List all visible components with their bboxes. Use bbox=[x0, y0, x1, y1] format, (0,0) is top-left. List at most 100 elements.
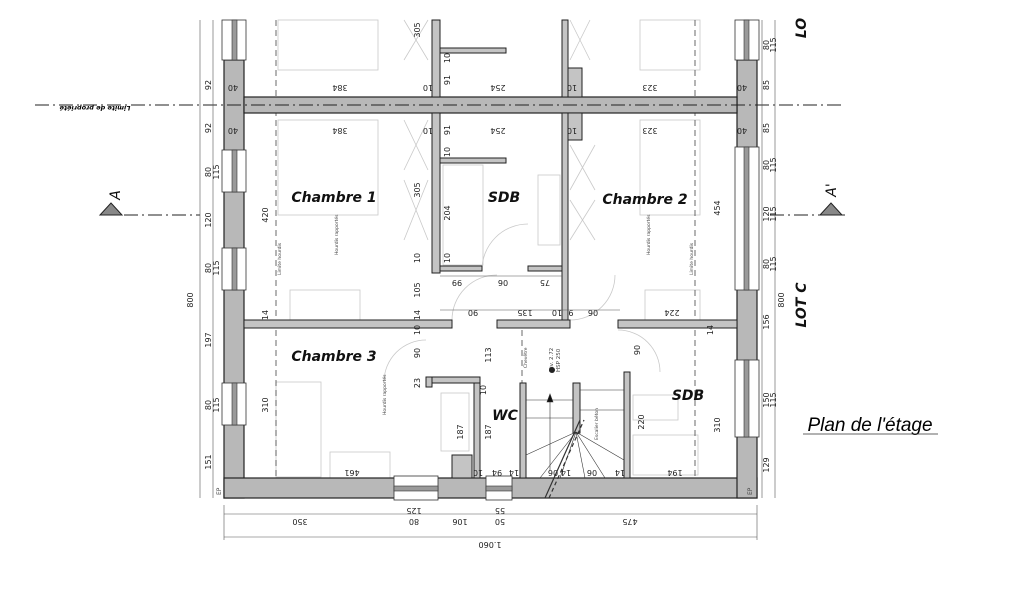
dimension-label: 204 bbox=[443, 205, 452, 220]
dimension-label: 91 bbox=[443, 75, 452, 85]
dimension-label: 187 bbox=[484, 424, 493, 439]
dimension-label: 106 bbox=[452, 517, 467, 526]
dimension-label: 187 bbox=[456, 424, 465, 439]
dimension-label: 40 bbox=[228, 126, 238, 135]
dimension-label: 10 bbox=[552, 308, 562, 317]
dimension-label: 384 bbox=[332, 126, 347, 135]
section-a-prime-label: A' bbox=[824, 183, 840, 197]
ep-label-left: EP bbox=[216, 487, 223, 495]
dimension-label: 125 bbox=[406, 506, 421, 515]
section-a-prime-marker-icon bbox=[818, 202, 844, 216]
dimension-label: 90 bbox=[413, 348, 422, 358]
dimension-label: 80 bbox=[762, 259, 771, 269]
hourdis-label-3: Hourdis rapportés bbox=[381, 374, 388, 415]
dimension-label: 14 bbox=[261, 310, 270, 320]
dimension-labels: 9292801208019780151115115115800801158585… bbox=[186, 22, 786, 549]
dimension-label: 350 bbox=[292, 517, 307, 526]
ep-label-right: EP bbox=[747, 487, 754, 495]
dimension-label: 80 bbox=[204, 263, 213, 273]
dimension-label: 10 bbox=[443, 53, 452, 63]
section-a-label: A bbox=[108, 190, 124, 201]
dimension-label: 85 bbox=[762, 80, 771, 90]
dimension-label: 80 bbox=[762, 160, 771, 170]
dimension-label: 10 bbox=[479, 385, 488, 395]
dimension-label: 115 bbox=[769, 392, 778, 407]
level-label: Niv. 2.72 bbox=[549, 348, 555, 372]
dimension-label: 40 bbox=[737, 126, 747, 135]
dimension-label: 90 bbox=[633, 345, 642, 355]
dimension-label: 115 bbox=[769, 157, 778, 172]
dimension-label: 151 bbox=[204, 454, 213, 469]
room-label-sdb-1: SDB bbox=[488, 190, 520, 206]
dimension-label: 40 bbox=[228, 83, 238, 92]
staircase[interactable] bbox=[525, 389, 625, 499]
limite-hourdis-label-2: Limite hourdis bbox=[689, 242, 695, 275]
dimension-label: 197 bbox=[204, 332, 213, 347]
hsp-label: HSP 250 bbox=[556, 348, 562, 372]
dimension-label: 40 bbox=[737, 83, 747, 92]
dimension-label: 10 bbox=[413, 253, 422, 263]
windows bbox=[221, 19, 760, 501]
dimension-label: 305 bbox=[413, 22, 422, 37]
dimension-label: 224 bbox=[664, 308, 679, 317]
dimension-label: 94 bbox=[492, 468, 502, 477]
hourdis-label-1: Hourdis rapportés bbox=[333, 214, 340, 255]
dimension-label: 254 bbox=[490, 83, 505, 92]
dimension-label: 10 bbox=[423, 83, 433, 92]
limite-hourdis-label-1: Limite hourdis bbox=[277, 242, 283, 275]
dimension-label: 14 bbox=[509, 468, 519, 477]
dimension-label: 105 bbox=[413, 282, 422, 297]
stair-label: Escalier béton bbox=[593, 408, 600, 440]
dimension-label: 80 bbox=[204, 400, 213, 410]
dimension-label: 194 bbox=[667, 468, 682, 477]
dimension-label: 115 bbox=[769, 37, 778, 52]
dimension-label: 800 bbox=[777, 292, 786, 307]
dimension-label: 80 bbox=[762, 40, 771, 50]
dimension-label: 90 bbox=[468, 308, 478, 317]
dimension-label: 135 bbox=[517, 308, 532, 317]
property-limit-label: Limite de propriété bbox=[59, 104, 130, 112]
dimension-label: 10 bbox=[443, 253, 452, 263]
section-a-marker-icon bbox=[98, 202, 124, 216]
dimension-label: 254 bbox=[490, 126, 505, 135]
hourdis-limit-lines bbox=[275, 20, 696, 478]
dimension-label: 454 bbox=[713, 200, 722, 215]
dimension-label: 113 bbox=[484, 347, 493, 362]
dimension-label: 06 bbox=[548, 468, 558, 477]
dimension-label: 9 bbox=[568, 308, 573, 317]
dimension-label: 150 bbox=[762, 392, 771, 407]
plan-title: Plan de l'étage bbox=[807, 415, 932, 436]
dimension-label: 14 bbox=[706, 325, 715, 335]
dimension-label: 06 bbox=[587, 468, 597, 477]
room-label-chambre-3: Chambre 3 bbox=[291, 349, 376, 365]
dimension-label: 120 bbox=[204, 212, 213, 227]
room-label-wc: WC bbox=[492, 408, 518, 424]
dimension-label: 1.060 bbox=[479, 540, 502, 549]
dimension-label: 80 bbox=[409, 517, 419, 526]
dimension-label: 92 bbox=[204, 80, 213, 90]
dimension-label: 115 bbox=[769, 256, 778, 271]
dimension-label: 115 bbox=[212, 260, 221, 275]
furniture bbox=[275, 19, 701, 479]
room-label-chambre-1: Chambre 1 bbox=[291, 190, 376, 206]
dimension-label: 310 bbox=[713, 417, 722, 432]
section-line-a bbox=[98, 202, 845, 216]
dimension-label: 461 bbox=[344, 468, 359, 477]
dimension-label: 800 bbox=[186, 292, 195, 307]
dimension-label: 23 bbox=[413, 378, 422, 388]
dimension-label: 10 bbox=[473, 468, 483, 477]
dimension-label: 220 bbox=[637, 414, 646, 429]
dimension-label: 92 bbox=[204, 123, 213, 133]
chevetre-label: Chevêtre bbox=[522, 347, 529, 368]
annotations: Chevêtre Niv. 2.72 HSP 250 Limite hourdi… bbox=[216, 214, 754, 495]
dimension-label: 10 bbox=[443, 147, 452, 157]
dimension-label: 75 bbox=[540, 278, 550, 287]
dimension-label: 129 bbox=[762, 457, 771, 472]
dimension-label: 55 bbox=[495, 506, 505, 515]
dimension-label: 14 bbox=[615, 468, 625, 477]
hourdis-label-2: Hourdis rapportés bbox=[645, 214, 652, 255]
room-label-chambre-2: Chambre 2 bbox=[602, 192, 687, 208]
dimension-label: 323 bbox=[642, 83, 657, 92]
dimension-label: 10 bbox=[567, 126, 577, 135]
